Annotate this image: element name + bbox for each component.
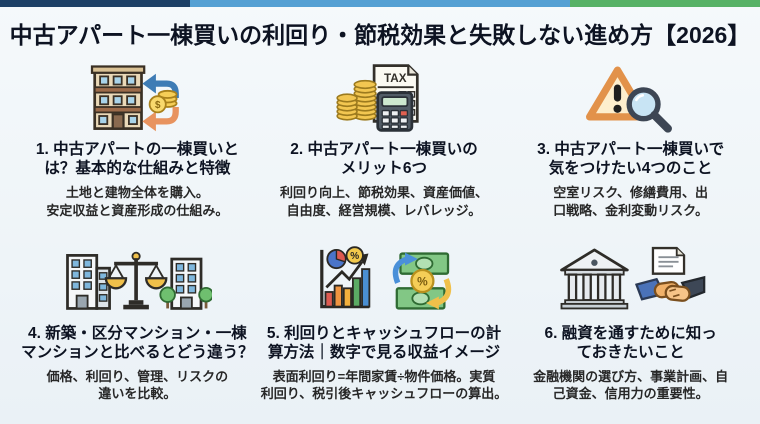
accent-segment-green	[570, 0, 760, 7]
section-5-calculation: % % 5. 利回りとキャッシュフローの計 算方法｜数字で見る収益イメージ 表面…	[261, 244, 507, 404]
section-4-comparison: 4. 新築・区分マンション・一棟 マンションと比べるとどう違う？ 価格、利回り、…	[18, 244, 257, 404]
section-6-heading-line1: 6. 融資を通すために知っ	[544, 324, 717, 342]
top-accent-bar	[0, 0, 760, 7]
section-1-heading-line2: は？基本的な仕組みと特徴	[44, 159, 231, 177]
section-2-merits: TAX	[261, 60, 507, 220]
section-5-heading-line2: 算方法｜数字で見る収益イメージ	[267, 343, 501, 361]
section-3-heading-line2: 気をつけたい4つのこと	[548, 159, 713, 177]
section-2-description: 利回り向上、節税効果、資産価値、 自由度、経営規模、レバレッジ。	[261, 184, 507, 220]
section-1-desc-line1: 土地と建物全体を購入。	[65, 184, 209, 200]
section-2-desc-line1: 利回り向上、節税効果、資産価値、	[279, 184, 488, 200]
section-2-heading-line1: 2. 中古アパート一棟買いの	[290, 141, 478, 158]
section-4-heading-line2: マンションと比べるとどう違う？	[21, 343, 254, 361]
section-5-desc-line1: 表面利回り=年間家賃÷物件価格。実質	[272, 368, 496, 384]
section-2-desc-line2: 自由度、経営規模、レバレッジ。	[286, 202, 482, 218]
section-3-heading: 3. 中古アパート一棟買いで 気をつけたい4つのこと	[511, 141, 750, 179]
section-4-desc-line1: 価格、利回り、管理、リスクの	[46, 368, 229, 384]
buildings-balance-scale-icon	[18, 244, 257, 318]
section-1-overview: $ 1. 中古アパートの一棟買いと は？基本的な仕組みと特徴 土地と建物全体を購…	[18, 60, 257, 220]
section-1-description: 土地と建物全体を購入。 安定収益と資産形成の仕組み。	[18, 184, 257, 220]
chart-money-cycle-icon: % %	[261, 244, 507, 318]
warning-magnifier-icon	[511, 60, 750, 134]
section-6-desc-line2: 己資金、信用力の重要性。	[552, 386, 709, 402]
tax-coins-calculator-icon: TAX	[261, 60, 507, 134]
section-6-heading-line2: ておきたいこと	[576, 343, 685, 361]
svg-text:TAX: TAX	[384, 72, 407, 85]
infographic-title: 中古アパート一棟買いの利回り・節税効果と失敗しない進め方【2026】	[9, 22, 751, 48]
section-3-desc-line2: 口戦略、金利変動リスク。	[553, 202, 709, 218]
section-6-desc-line1: 金融機関の選び方、事業計画、自	[533, 368, 729, 384]
section-5-desc-line2: 利回り、税引後キャッシュフローの算出。	[260, 386, 508, 402]
accent-segment-navy	[0, 0, 190, 7]
section-3-description: 空室リスク、修繕費用、出 口戦略、金利変動リスク。	[511, 184, 750, 220]
section-5-heading: 5. 利回りとキャッシュフローの計 算方法｜数字で見る収益イメージ	[261, 325, 507, 363]
section-3-heading-line1: 3. 中古アパート一棟買いで	[537, 141, 725, 158]
section-6-financing: 6. 融資を通すために知っ ておきたいこと 金融機関の選び方、事業計画、自 己資…	[511, 244, 750, 404]
section-1-desc-line2: 安定収益と資産形成の仕組み。	[46, 202, 229, 218]
section-2-heading: 2. 中古アパート一棟買いの メリット6つ	[261, 141, 507, 179]
apartment-building-cycle-icon: $	[18, 60, 257, 134]
svg-text:%: %	[417, 274, 428, 288]
section-3-desc-line1: 空室リスク、修繕費用、出	[553, 184, 709, 200]
bank-handshake-icon	[511, 244, 750, 318]
sections-grid: $ 1. 中古アパートの一棟買いと は？基本的な仕組みと特徴 土地と建物全体を購…	[0, 50, 760, 403]
section-2-heading-line2: メリット6つ	[340, 159, 428, 177]
accent-segment-sky	[190, 0, 570, 7]
section-6-heading: 6. 融資を通すために知っ ておきたいこと	[511, 325, 750, 363]
section-4-desc-line2: 違いを比較。	[98, 386, 177, 402]
section-1-heading: 1. 中古アパートの一棟買いと は？基本的な仕組みと特徴	[18, 141, 257, 179]
section-4-heading: 4. 新築・区分マンション・一棟 マンションと比べるとどう違う？	[18, 325, 257, 363]
section-4-description: 価格、利回り、管理、リスクの 違いを比較。	[18, 368, 257, 404]
section-5-heading-line1: 5. 利回りとキャッシュフローの計	[266, 324, 502, 342]
section-6-description: 金融機関の選び方、事業計画、自 己資金、信用力の重要性。	[511, 368, 750, 404]
section-3-risks: 3. 中古アパート一棟買いで 気をつけたい4つのこと 空室リスク、修繕費用、出 …	[511, 60, 750, 220]
svg-text:%: %	[350, 251, 359, 262]
section-4-heading-line1: 4. 新築・区分マンション・一棟	[28, 324, 247, 342]
svg-text:$: $	[155, 100, 161, 111]
section-1-heading-line1: 1. 中古アパートの一棟買いと	[35, 141, 239, 158]
section-5-description: 表面利回り=年間家賃÷物件価格。実質 利回り、税引後キャッシュフローの算出。	[261, 368, 507, 404]
